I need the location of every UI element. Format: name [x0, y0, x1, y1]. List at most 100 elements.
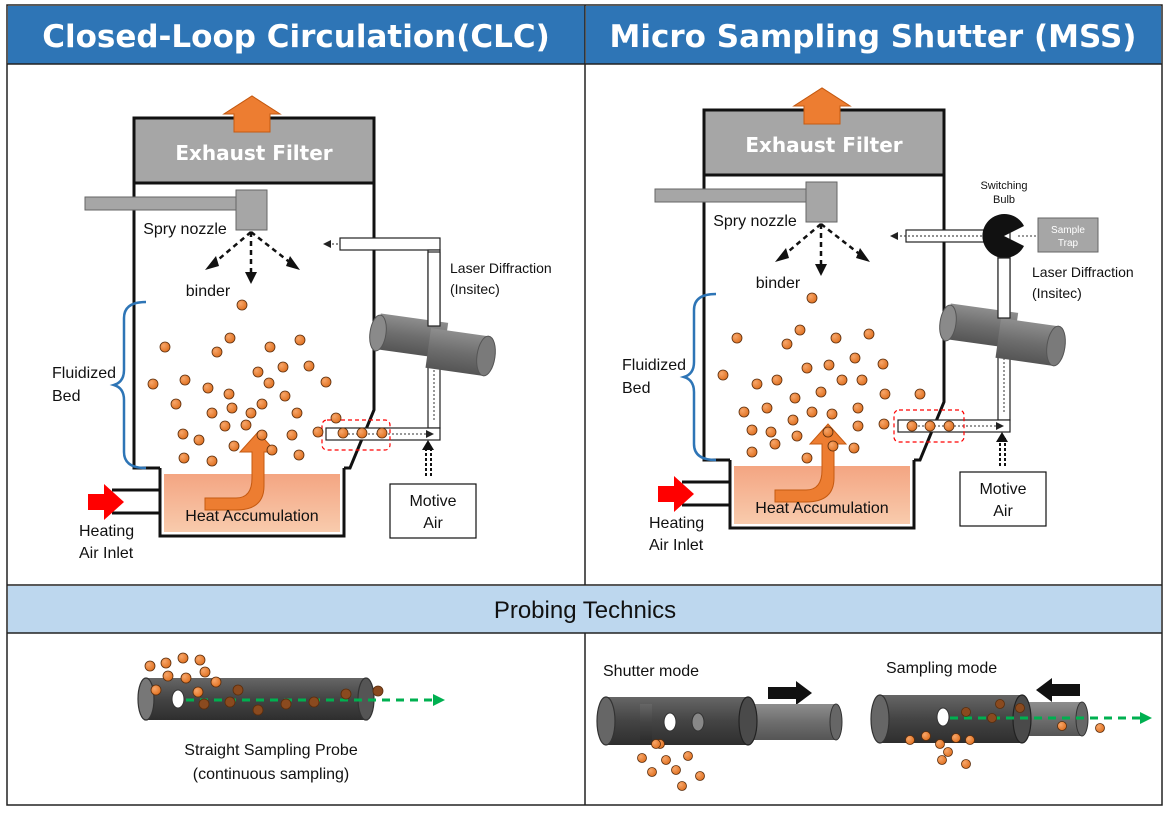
mss-heat-accumulation-label: Heat Accumulation: [755, 500, 888, 517]
particle: [177, 652, 189, 664]
particle: [170, 398, 182, 410]
mss-spray-nozzle-label: Spry nozzle: [713, 213, 797, 230]
sampling-particles: [905, 699, 1105, 769]
particle: [822, 426, 834, 438]
clc-title: Closed-Loop Circulation(CLC): [42, 19, 550, 55]
mss-fluidized-label-1: Fluidized: [622, 357, 686, 374]
particle: [827, 440, 839, 452]
mss-sampling-window: [893, 409, 965, 443]
clc-vessel-bottom: [158, 468, 346, 538]
particle: [206, 455, 218, 467]
particle: [769, 438, 781, 450]
particle: [801, 452, 813, 464]
particle: [224, 332, 236, 344]
particle: [877, 358, 889, 370]
particle: [232, 684, 244, 696]
straight-sampling-probe: Straight Sampling Probe (continuous samp…: [137, 652, 445, 783]
particle: [308, 696, 320, 708]
particle: [848, 442, 860, 454]
particle: [159, 341, 171, 353]
mss-vessel-bottom: [728, 460, 916, 530]
clc-fluidized-bed-brace: [109, 300, 147, 470]
particle: [199, 666, 211, 678]
particle: [266, 444, 278, 456]
mss-title: Micro Sampling Shutter (MSS): [610, 19, 1137, 55]
particle: [856, 374, 868, 386]
particle: [177, 428, 189, 440]
particle: [746, 446, 758, 458]
mss-sample-trap: [1037, 217, 1099, 253]
particle: [206, 407, 218, 419]
particle: [801, 362, 813, 374]
particle: [852, 402, 864, 414]
particle: [192, 686, 204, 698]
particle: [194, 654, 206, 666]
clc-laser-label-2: (Insitec): [450, 281, 500, 297]
particle: [150, 684, 162, 696]
particle: [223, 388, 235, 400]
particle: [372, 685, 384, 697]
particle: [836, 374, 848, 386]
clc-laser-label-1: Laser Diffraction: [450, 260, 552, 276]
clc-heat-arrow-icon: [204, 431, 278, 511]
left-header-bar: [8, 6, 585, 64]
particle: [830, 332, 842, 344]
particle: [961, 707, 971, 717]
particle: [677, 781, 687, 791]
mss-fluidized-bed-brace: [679, 292, 717, 462]
mss-sample-trap-label-1: Sample: [1051, 225, 1085, 236]
particle: [765, 426, 777, 438]
mss-exhaust-filter-label: Exhaust Filter: [745, 133, 902, 157]
particle: [280, 698, 292, 710]
particle: [738, 406, 750, 418]
mss-fluidized-label-2: Bed: [622, 380, 650, 397]
particle: [921, 731, 931, 741]
particle: [228, 440, 240, 452]
particle: [356, 427, 368, 439]
particle: [376, 427, 388, 439]
particle: [751, 378, 763, 390]
particle: [761, 402, 773, 414]
particle: [852, 420, 864, 432]
particle: [236, 299, 248, 311]
particle: [256, 398, 268, 410]
particle: [211, 346, 223, 358]
right-header-bar: [586, 6, 1161, 64]
particle: [193, 434, 205, 446]
clc-motive-label-1: Motive: [409, 493, 456, 510]
probe-inlet-hole: [171, 689, 185, 709]
particle: [294, 334, 306, 346]
mss-binder-label: binder: [756, 275, 801, 292]
particle: [180, 672, 192, 684]
clc-motive-air-box: [389, 483, 477, 539]
particle: [1057, 721, 1067, 731]
sampling-mode-label: Sampling mode: [886, 660, 997, 677]
shutter-direction-arrow-icon: [768, 681, 812, 705]
shutter-particles: [637, 739, 705, 791]
mss-switching-label-1: Switching: [980, 180, 1027, 192]
particle: [789, 392, 801, 404]
particle: [340, 688, 352, 700]
particle: [224, 696, 236, 708]
particle: [661, 755, 671, 765]
mss-switching-label-2: Bulb: [993, 194, 1015, 206]
mss-spray-arm: [654, 188, 808, 203]
particle: [878, 418, 890, 430]
particle: [337, 427, 349, 439]
shutter-mode-probe: Shutter mode: [596, 663, 843, 791]
clc-spray-arm: [84, 196, 238, 211]
mss-diagram: Exhaust Filter Spry nozzle binder Fluidi…: [622, 87, 1134, 554]
particle: [303, 360, 315, 372]
mss-laser-label-2: (Insitec): [1032, 285, 1082, 301]
particle: [320, 376, 332, 388]
particle: [924, 420, 936, 432]
clc-heating-label-1: Heating: [79, 523, 134, 540]
sampling-direction-arrow-icon: [1036, 678, 1080, 702]
particle: [806, 406, 818, 418]
particle: [277, 361, 289, 373]
particle: [826, 408, 838, 420]
particle: [1095, 723, 1105, 733]
particle: [815, 386, 827, 398]
clc-vessel-left-wall: [132, 183, 160, 470]
